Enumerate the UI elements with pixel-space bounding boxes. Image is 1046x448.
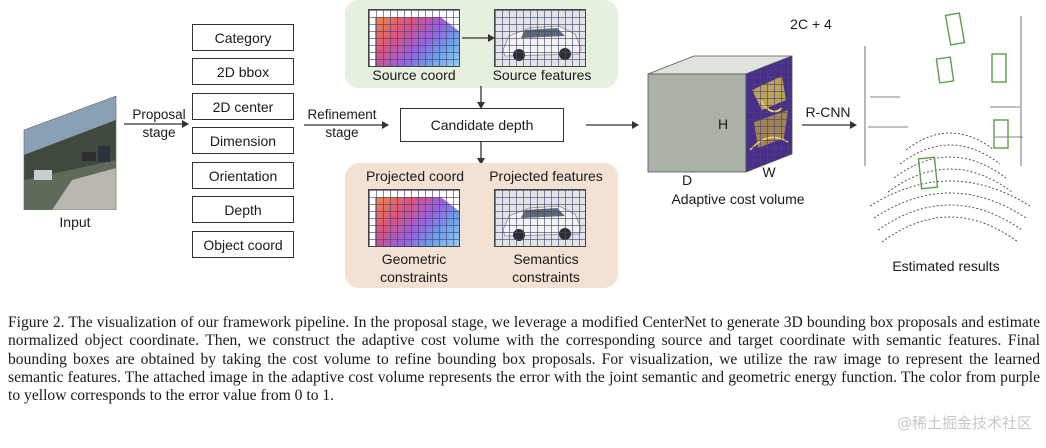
volume-h-label: H — [717, 116, 729, 132]
figure-caption: Figure 2. The visualization of our frame… — [8, 314, 1040, 405]
refinement-stage-label: Refinement stage — [307, 107, 377, 140]
arrow-rcnn — [802, 121, 857, 129]
proposal-output-label: 2D bbox — [216, 63, 270, 80]
source-coord-label: Source coord — [372, 67, 456, 83]
source-features-label: Source features — [492, 67, 592, 83]
proposal-output-box: Dimension — [192, 127, 294, 154]
projected-coord-label: Projected coord — [365, 168, 465, 184]
proposal-output-box: 2D center — [192, 93, 294, 120]
proposal-output-label: Depth — [224, 201, 262, 218]
watermark: @稀土掘金技术社区 — [896, 414, 1032, 432]
input-label: Input — [59, 214, 91, 230]
proposal-stage-label: Proposal stage — [132, 107, 186, 140]
proposal-output-label: 2D center — [212, 98, 274, 115]
proposal-output-box: 2D bbox — [192, 58, 294, 85]
arrow-input-to-proposal — [124, 120, 189, 128]
arrow-refinement — [304, 121, 389, 129]
proposal-output-label: Orientation — [208, 167, 278, 184]
proposal-output-label: Category — [214, 29, 272, 46]
volume-d-label: D — [681, 172, 693, 188]
semantics-constraints-label: Semantics constraints — [512, 251, 580, 285]
geometric-constraints-label: Geometric constraints — [380, 251, 448, 285]
arrow-depth-to-projected — [477, 142, 485, 165]
source-coord-image — [368, 9, 460, 67]
proposal-output-label: Dimension — [209, 132, 277, 149]
input-image — [12, 60, 130, 211]
proposal-output-box: Object coord — [192, 231, 294, 258]
volume-top-label: 2C + 4 — [790, 16, 832, 32]
rcnn-label: R-CNN — [805, 104, 851, 120]
source-features-image — [494, 9, 586, 67]
volume-caption: Adaptive cost volume — [671, 191, 805, 207]
estimated-results-image — [860, 6, 1040, 252]
volume-w-label: W — [762, 164, 776, 180]
arrow-coord-to-features — [462, 34, 495, 42]
candidate-depth-box: Candidate depth — [400, 108, 564, 142]
projected-coord-image — [368, 189, 460, 247]
proposal-output-label: Object coord — [203, 236, 283, 253]
results-label: Estimated results — [892, 258, 1000, 274]
projected-features-label: Projected features — [489, 168, 603, 184]
proposal-output-box: Orientation — [192, 162, 294, 189]
candidate-depth-label: Candidate depth — [430, 117, 534, 133]
adaptive-cost-volume — [642, 30, 802, 180]
arrow-source-to-depth — [477, 86, 485, 109]
proposal-output-box: Depth — [192, 196, 294, 223]
arrow-depth-to-volume — [586, 121, 639, 129]
projected-features-image — [494, 189, 586, 247]
proposal-output-box: Category — [192, 24, 294, 51]
